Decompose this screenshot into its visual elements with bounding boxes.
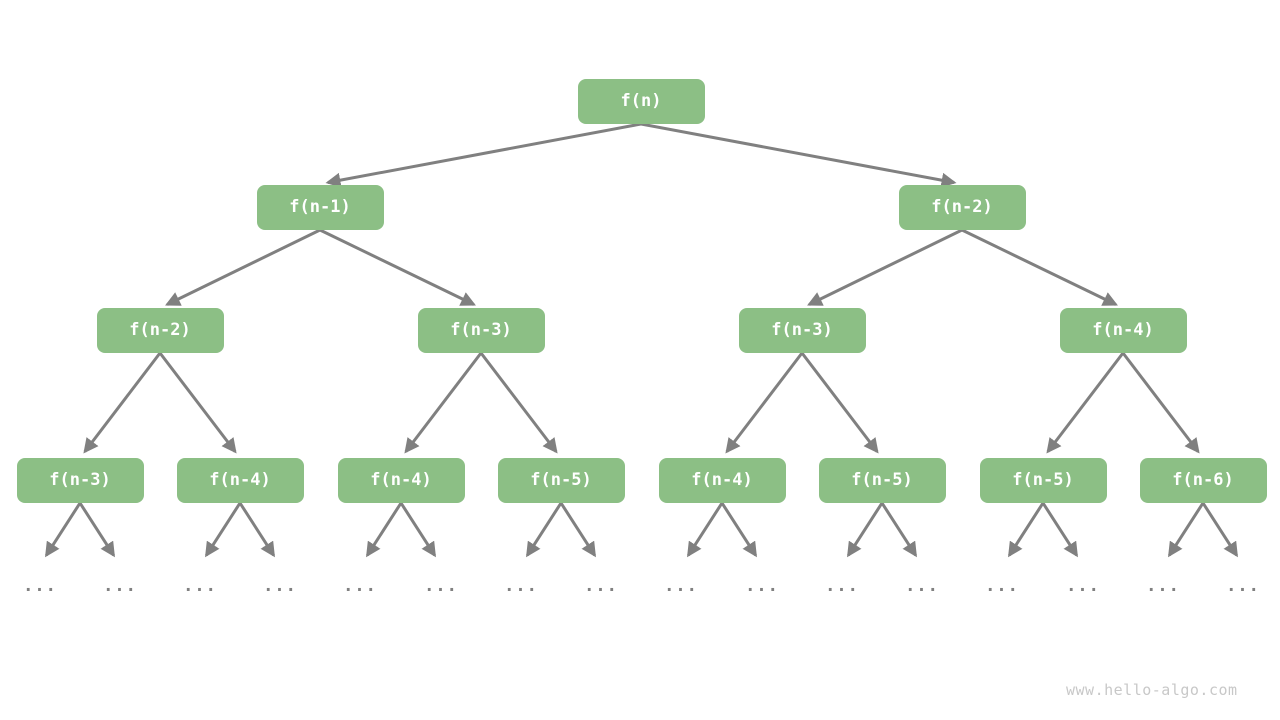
- tree-edge: [720, 502, 757, 558]
- tree-ellipsis: ...: [1226, 576, 1260, 596]
- tree-edge: [847, 502, 884, 558]
- tree-edge: [1201, 502, 1238, 558]
- tree-ellipsis: ...: [23, 576, 57, 596]
- tree-edge: [404, 352, 483, 454]
- tree-ellipsis: ...: [504, 576, 538, 596]
- tree-edge: [205, 502, 242, 558]
- tree-edge: [1121, 352, 1200, 454]
- tree-ellipsis: ...: [103, 576, 137, 596]
- tree-edge: [807, 228, 963, 306]
- tree-ellipsis: ...: [745, 576, 779, 596]
- tree-edge: [325, 122, 642, 188]
- tree-edge: [238, 502, 275, 558]
- tree-edge: [880, 502, 917, 558]
- tree-edge: [45, 502, 82, 558]
- tree-node: f(n-4): [658, 457, 786, 503]
- tree-node: f(n-5): [497, 457, 625, 503]
- tree-edge: [1041, 502, 1078, 558]
- tree-edge: [83, 352, 162, 454]
- tree-node: f(n-4): [337, 457, 465, 503]
- tree-node: f(n-5): [979, 457, 1107, 503]
- tree-ellipsis: ...: [1066, 576, 1100, 596]
- tree-node: f(n): [577, 78, 705, 124]
- tree-edge: [800, 352, 879, 454]
- tree-ellipsis: ...: [424, 576, 458, 596]
- tree-edge: [319, 228, 476, 306]
- tree-node: f(n-6): [1139, 457, 1267, 503]
- tree-ellipsis: ...: [343, 576, 377, 596]
- tree-edge: [399, 502, 436, 558]
- tree-node: f(n-2): [96, 307, 224, 353]
- tree-edge: [366, 502, 403, 558]
- watermark-text: www.hello-algo.com: [1066, 681, 1238, 699]
- tree-node: f(n-4): [1059, 307, 1187, 353]
- tree-edge: [158, 352, 237, 454]
- tree-edge: [479, 352, 558, 454]
- tree-edge: [961, 228, 1118, 306]
- tree-edge: [559, 502, 596, 558]
- tree-node: f(n-3): [417, 307, 545, 353]
- tree-edge: [526, 502, 563, 558]
- tree-ellipsis: ...: [985, 576, 1019, 596]
- tree-ellipsis: ...: [584, 576, 618, 596]
- tree-edge: [640, 122, 957, 188]
- tree-node: f(n-1): [256, 184, 384, 230]
- tree-edge: [725, 352, 804, 454]
- tree-ellipsis: ...: [905, 576, 939, 596]
- tree-node: f(n-4): [176, 457, 304, 503]
- tree-ellipsis: ...: [1146, 576, 1180, 596]
- tree-edge: [1046, 352, 1125, 454]
- tree-edge: [1168, 502, 1205, 558]
- tree-ellipsis: ...: [263, 576, 297, 596]
- tree-ellipsis: ...: [825, 576, 859, 596]
- tree-edge: [687, 502, 724, 558]
- tree-node: f(n-3): [738, 307, 866, 353]
- tree-edge: [165, 228, 321, 306]
- tree-node: f(n-2): [898, 184, 1026, 230]
- tree-ellipsis: ...: [183, 576, 217, 596]
- tree-node: f(n-3): [16, 457, 144, 503]
- tree-edges: [45, 122, 1238, 558]
- tree-ellipsis: ...: [664, 576, 698, 596]
- tree-node: f(n-5): [818, 457, 946, 503]
- tree-edge: [1008, 502, 1045, 558]
- tree-edge: [78, 502, 115, 558]
